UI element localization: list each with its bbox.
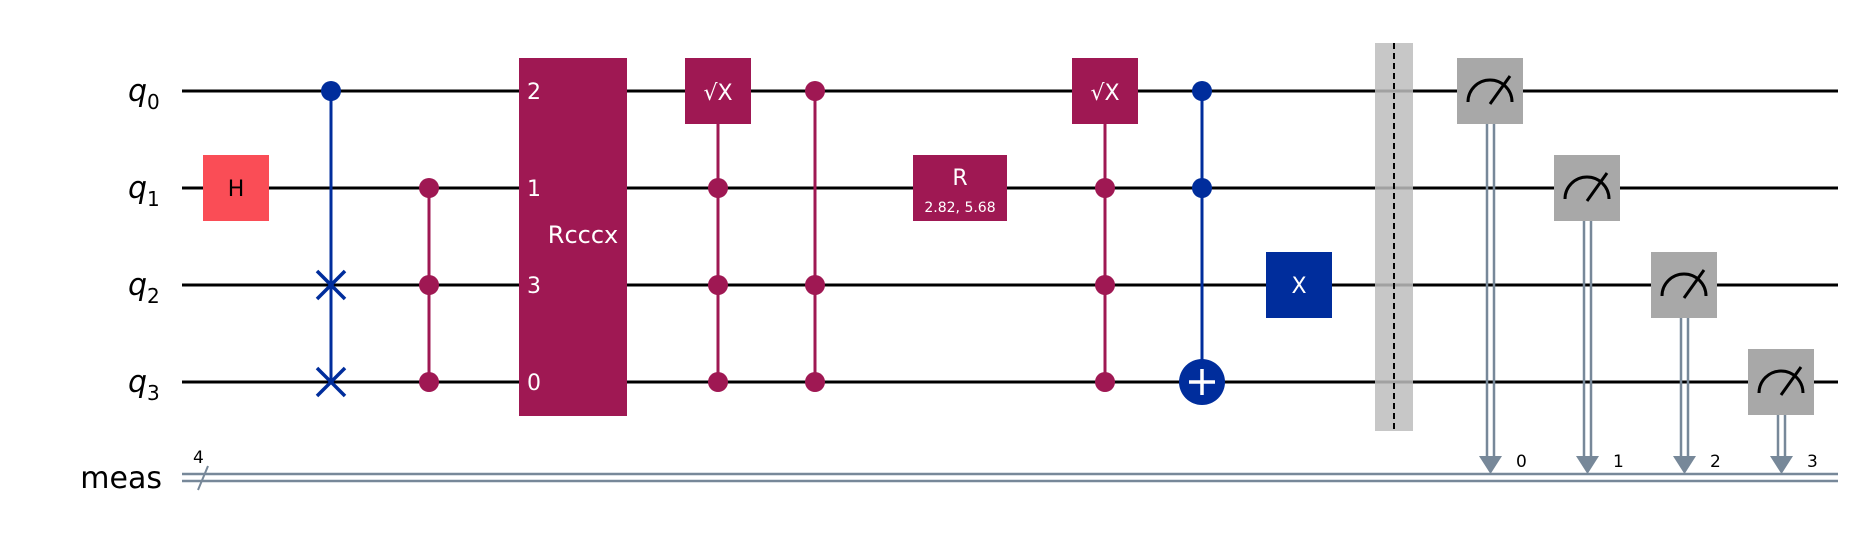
arrow-down-icon bbox=[1770, 456, 1793, 474]
rcccx-pin-q2: 3 bbox=[527, 274, 541, 299]
register-width-label: 4 bbox=[193, 448, 204, 468]
classical-register-label: meas bbox=[80, 461, 162, 496]
qubit-label-q0: q0 bbox=[128, 74, 160, 114]
rcccx-pin-q3: 0 bbox=[527, 371, 541, 396]
x-gate[interactable]: X bbox=[1266, 252, 1332, 318]
measurement-q2[interactable]: 2 bbox=[1651, 252, 1721, 474]
controlled-sx-gate-2[interactable]: √X bbox=[1072, 58, 1138, 392]
measurement-bit-label: 3 bbox=[1807, 452, 1818, 472]
ccz-gate[interactable] bbox=[419, 178, 439, 392]
control-dot bbox=[419, 178, 439, 198]
arrow-down-icon bbox=[1479, 456, 1502, 474]
arrow-down-icon bbox=[1673, 456, 1696, 474]
control-dot bbox=[1192, 178, 1212, 198]
control-dot bbox=[1095, 178, 1115, 198]
meter-icon bbox=[1466, 75, 1514, 105]
control-dot bbox=[805, 275, 825, 295]
rcccx-pin-q0: 2 bbox=[527, 80, 541, 105]
control-dot bbox=[1095, 372, 1115, 392]
control-dot bbox=[805, 81, 825, 101]
rcccx-pin-q1: 1 bbox=[527, 177, 541, 202]
ccz-gate-2[interactable] bbox=[805, 81, 825, 392]
qubit-label-q2: q2 bbox=[128, 268, 160, 308]
rcccx-label: Rcccx bbox=[548, 221, 618, 249]
qubit-label-q1: q1 bbox=[128, 171, 160, 211]
control-dot bbox=[805, 372, 825, 392]
r-params: 2.82, 5.68 bbox=[924, 200, 995, 216]
target-plus-icon bbox=[1179, 359, 1225, 405]
rcccx-gate[interactable]: 2 1 3 0 Rcccx bbox=[519, 58, 627, 416]
r-gate[interactable]: R 2.82, 5.68 bbox=[913, 155, 1007, 221]
control-dot bbox=[708, 275, 728, 295]
measurement-bit-label: 2 bbox=[1710, 452, 1721, 472]
meter-icon bbox=[1660, 269, 1708, 299]
control-dot bbox=[321, 81, 341, 101]
control-dot bbox=[419, 275, 439, 295]
controlled-sx-gate-1[interactable]: √X bbox=[685, 58, 751, 392]
barrier bbox=[1375, 43, 1413, 431]
svg-text:X: X bbox=[1291, 274, 1306, 299]
meter-icon bbox=[1757, 366, 1805, 396]
meter-icon bbox=[1563, 172, 1611, 202]
measurement-bit-label: 0 bbox=[1516, 452, 1527, 472]
control-dot bbox=[1095, 275, 1115, 295]
measurement-q1[interactable]: 1 bbox=[1554, 155, 1624, 474]
control-dot bbox=[708, 372, 728, 392]
measurement-bit-label: 1 bbox=[1613, 452, 1624, 472]
sx-label: √X bbox=[1090, 81, 1119, 106]
sx-label: √X bbox=[703, 81, 732, 106]
h-gate[interactable]: H bbox=[203, 155, 269, 221]
qubit-labels: q0 q1 q2 q3 meas bbox=[80, 74, 162, 496]
toffoli-gate[interactable] bbox=[1179, 81, 1225, 405]
r-label: R bbox=[952, 166, 967, 191]
measurement-q0[interactable]: 0 bbox=[1457, 58, 1527, 474]
qubit-label-q3: q3 bbox=[128, 365, 160, 405]
controlled-swap-gate[interactable] bbox=[315, 81, 347, 398]
register-width-slash bbox=[197, 465, 209, 491]
classical-wire: 4 bbox=[182, 448, 1838, 491]
svg-text:H: H bbox=[228, 177, 245, 202]
control-dot bbox=[708, 178, 728, 198]
swap-cross-q2 bbox=[315, 269, 347, 301]
control-dot bbox=[419, 372, 439, 392]
control-dot bbox=[1192, 81, 1212, 101]
measurement-q3[interactable]: 3 bbox=[1748, 349, 1818, 474]
swap-cross-q3 bbox=[315, 366, 347, 398]
arrow-down-icon bbox=[1576, 456, 1599, 474]
